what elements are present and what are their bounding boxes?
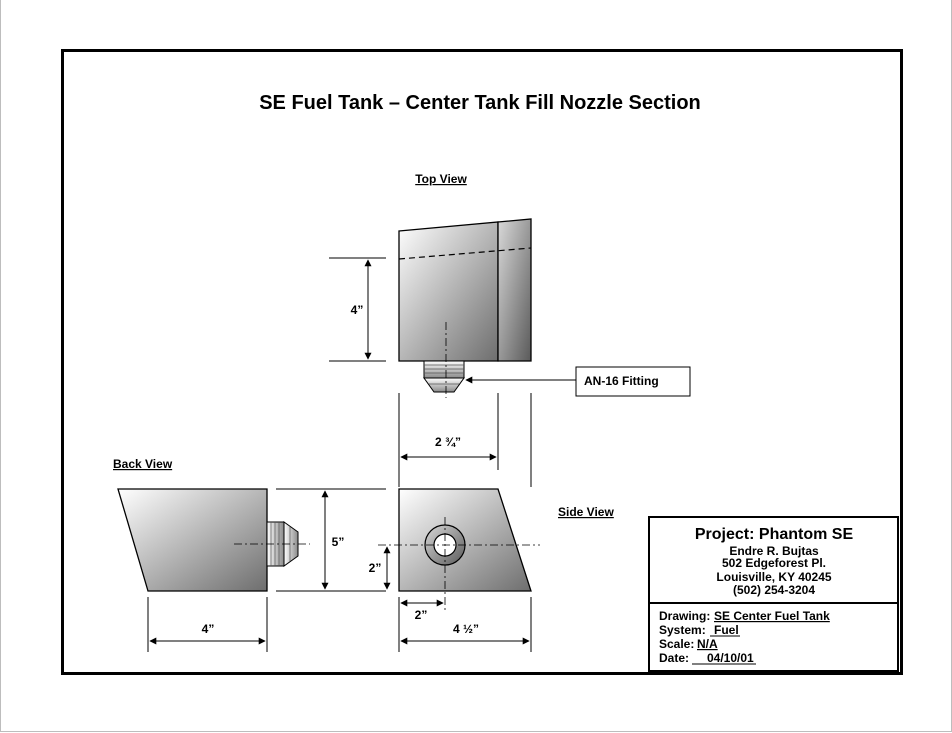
drawing-label: Drawing: (659, 609, 710, 623)
dim-front-width: 4 ½” (400, 597, 532, 652)
author-name: Endre R. Bujtas (729, 544, 819, 558)
dim-top-width: 2 ¾” (398, 393, 532, 487)
fitting-callout: AN-16 Fitting (465, 366, 691, 397)
project-name: Project: Phantom SE (695, 526, 854, 543)
drawing-value: SE Center Fuel Tank (714, 609, 830, 623)
drawing-frame (61, 49, 903, 675)
dim-top-width-text: 2 ¾” (435, 435, 461, 449)
scale-label: Scale: (659, 637, 694, 651)
dim-top-height: 4” (329, 257, 386, 362)
dim-hole-offset-text: 2” (415, 608, 428, 622)
author-phone: (502) 254-3204 (733, 583, 815, 597)
author-street: 502 Edgeforest Pl. (722, 556, 826, 570)
side-view-label: Side View (558, 505, 614, 519)
scale-value: N/A (697, 637, 718, 651)
top-view-label: Top View (415, 172, 467, 186)
dim-front-height-text: 5” (332, 535, 345, 549)
callout-text: AN-16 Fitting (584, 374, 659, 388)
dim-top-height-text: 4” (351, 303, 364, 317)
dim-hole-height-text: 2” (369, 561, 382, 575)
system-value: Fuel (714, 623, 739, 637)
dim-back-width: 4” (147, 597, 268, 652)
back-view-label: Back View (113, 457, 173, 471)
dim-hole-offset: 2” (398, 597, 444, 652)
drawing-title: SE Fuel Tank – Center Tank Fill Nozzle S… (259, 92, 701, 114)
side-view-drawing (378, 488, 540, 610)
back-view-drawing (117, 488, 310, 592)
system-label: System: (659, 623, 706, 637)
top-view-drawing (398, 218, 532, 398)
dim-front-height: 5” (276, 488, 386, 592)
title-block: Project: Phantom SE Endre R. Bujtas 502 … (648, 516, 899, 672)
dim-back-width-text: 4” (202, 622, 215, 636)
dim-hole-height: 2” (369, 546, 391, 590)
author-city: Louisville, KY 40245 (716, 570, 831, 584)
dim-front-width-text: 4 ½” (453, 622, 479, 636)
date-value: 04/10/01 (707, 651, 754, 665)
date-label: Date: (659, 651, 689, 665)
